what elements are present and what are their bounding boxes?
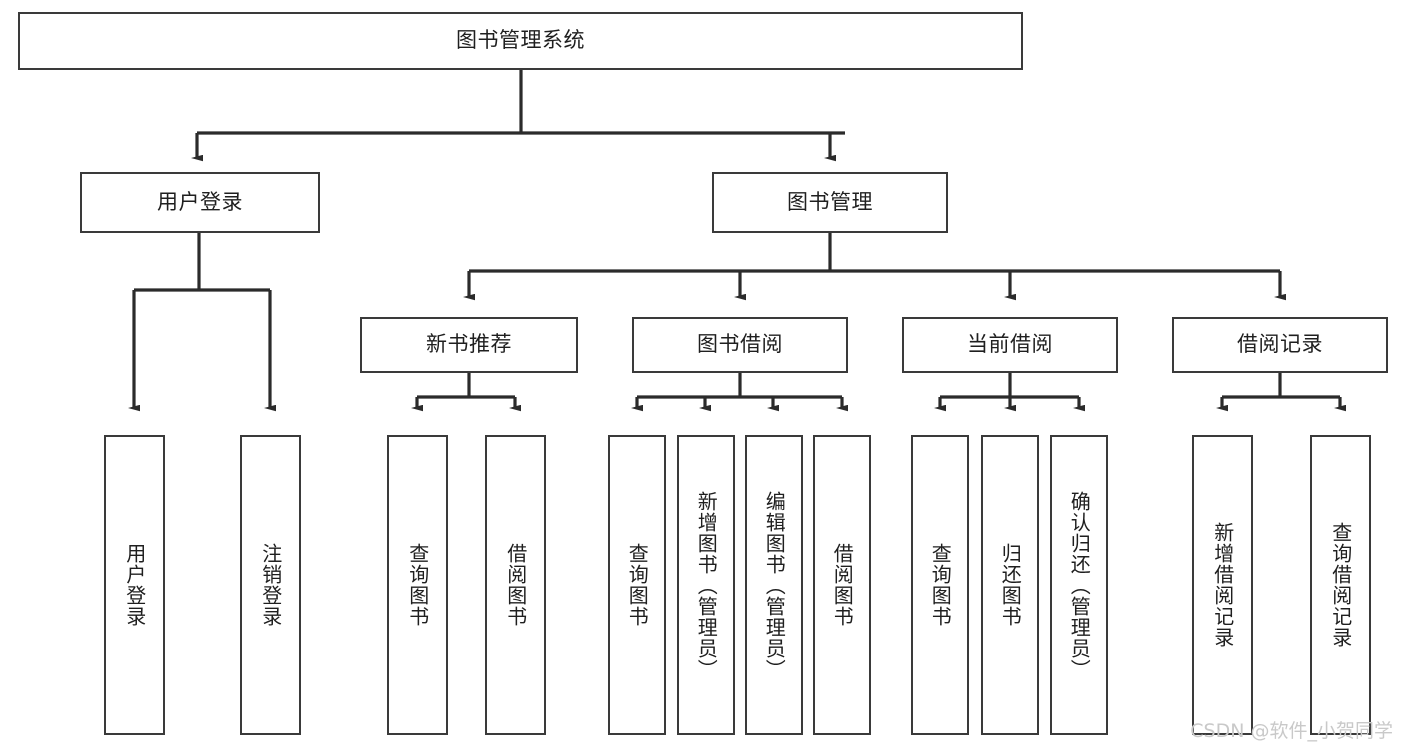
node-book-management[interactable]: 图书管理 bbox=[712, 172, 948, 233]
node-label: 借阅图书 bbox=[503, 543, 528, 627]
node-label: 确认归还（管理员） bbox=[1067, 490, 1092, 680]
node-label: 图书借阅 bbox=[697, 332, 783, 357]
node-label: 借阅图书 bbox=[830, 543, 855, 627]
leaf-current-borrow-return[interactable]: 归还图书 bbox=[981, 435, 1039, 735]
node-root-book-management-system[interactable]: 图书管理系统 bbox=[18, 12, 1023, 70]
node-borrow-record[interactable]: 借阅记录 bbox=[1172, 317, 1388, 373]
leaf-book-borrow-add[interactable]: 新增图书（管理员） bbox=[677, 435, 735, 735]
leaf-new-book-query[interactable]: 查询图书 bbox=[387, 435, 448, 735]
csdn-watermark: CSDN @软件_小贺同学 bbox=[1190, 720, 1393, 742]
node-label: 查询图书 bbox=[405, 543, 430, 627]
leaf-book-borrow-edit[interactable]: 编辑图书（管理员） bbox=[745, 435, 803, 735]
node-new-book-recommend[interactable]: 新书推荐 bbox=[360, 317, 578, 373]
node-user-login[interactable]: 用户登录 bbox=[80, 172, 320, 233]
leaf-borrow-record-query[interactable]: 查询借阅记录 bbox=[1310, 435, 1371, 735]
node-label: 编辑图书（管理员） bbox=[762, 490, 787, 680]
node-label: 新增图书（管理员） bbox=[694, 490, 719, 680]
node-label: 查询图书 bbox=[625, 543, 650, 627]
node-label: 借阅记录 bbox=[1237, 332, 1323, 357]
leaf-current-borrow-confirm-return[interactable]: 确认归还（管理员） bbox=[1050, 435, 1108, 735]
node-current-borrow[interactable]: 当前借阅 bbox=[902, 317, 1118, 373]
node-label: 新书推荐 bbox=[426, 332, 512, 357]
node-label: 用户登录 bbox=[157, 189, 243, 214]
node-label: 归还图书 bbox=[998, 543, 1023, 627]
node-label: 用户登录 bbox=[122, 543, 147, 627]
leaf-book-borrow-query[interactable]: 查询图书 bbox=[608, 435, 666, 735]
node-label: 图书管理系统 bbox=[456, 28, 585, 53]
node-label: 新增借阅记录 bbox=[1210, 522, 1235, 648]
node-book-borrow[interactable]: 图书借阅 bbox=[632, 317, 848, 373]
node-label: 当前借阅 bbox=[967, 332, 1053, 357]
node-label: 查询借阅记录 bbox=[1328, 522, 1353, 648]
leaf-new-book-borrow[interactable]: 借阅图书 bbox=[485, 435, 546, 735]
node-label: 图书管理 bbox=[787, 189, 873, 214]
leaf-book-borrow-borrow[interactable]: 借阅图书 bbox=[813, 435, 871, 735]
node-label: 注销登录 bbox=[258, 543, 283, 627]
leaf-current-borrow-query[interactable]: 查询图书 bbox=[911, 435, 969, 735]
node-label: 查询图书 bbox=[928, 543, 953, 627]
leaf-user-login-login[interactable]: 用户登录 bbox=[104, 435, 165, 735]
leaf-borrow-record-add[interactable]: 新增借阅记录 bbox=[1192, 435, 1253, 735]
leaf-user-login-logout[interactable]: 注销登录 bbox=[240, 435, 301, 735]
